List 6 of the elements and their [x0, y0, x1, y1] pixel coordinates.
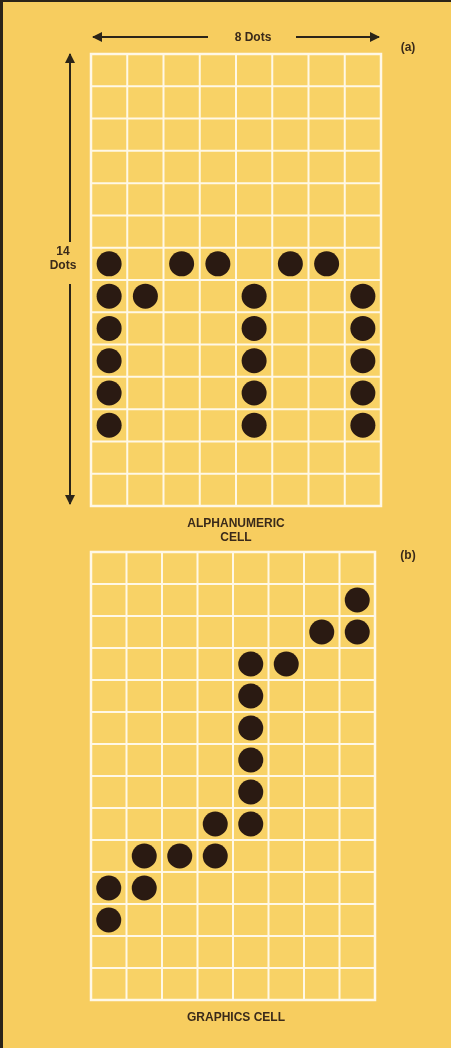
caption: GRAPHICS CELL	[186, 1010, 286, 1024]
dimension-label: 14 Dots	[48, 244, 78, 272]
dimension-label: 8 Dots	[233, 30, 273, 44]
caption: ALPHANUMERIC CELL	[186, 516, 286, 544]
panel-label: (b)	[399, 548, 417, 562]
panel-label: (a)	[399, 40, 417, 54]
